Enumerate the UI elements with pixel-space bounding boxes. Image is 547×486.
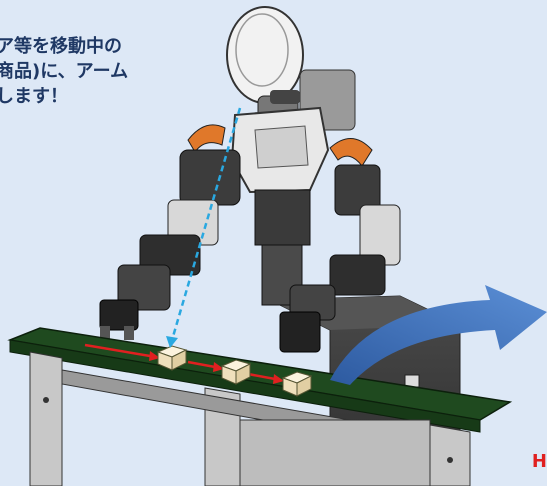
caption-line-3: します！ — [0, 86, 68, 107]
product-box-3 — [281, 371, 313, 397]
corner-label: H — [531, 451, 547, 472]
sight-line — [166, 107, 242, 348]
humanoid-robot — [99, 6, 401, 353]
caption-line-1: ア等を移動中の — [0, 36, 122, 57]
curved-arrow-icon — [330, 285, 547, 385]
robot-right-arm — [279, 164, 401, 353]
caption: ア等を移動中の 商品)に、アーム します！ — [0, 34, 230, 109]
product-box-2 — [220, 359, 252, 385]
flow-arrows — [84, 343, 284, 384]
conveyor-belt — [7, 327, 513, 486]
product-box-1 — [156, 345, 188, 371]
robot-head-icon — [226, 6, 304, 127]
caption-line-2: 商品)に、アーム — [0, 61, 129, 82]
robot-left-arm — [99, 149, 241, 340]
